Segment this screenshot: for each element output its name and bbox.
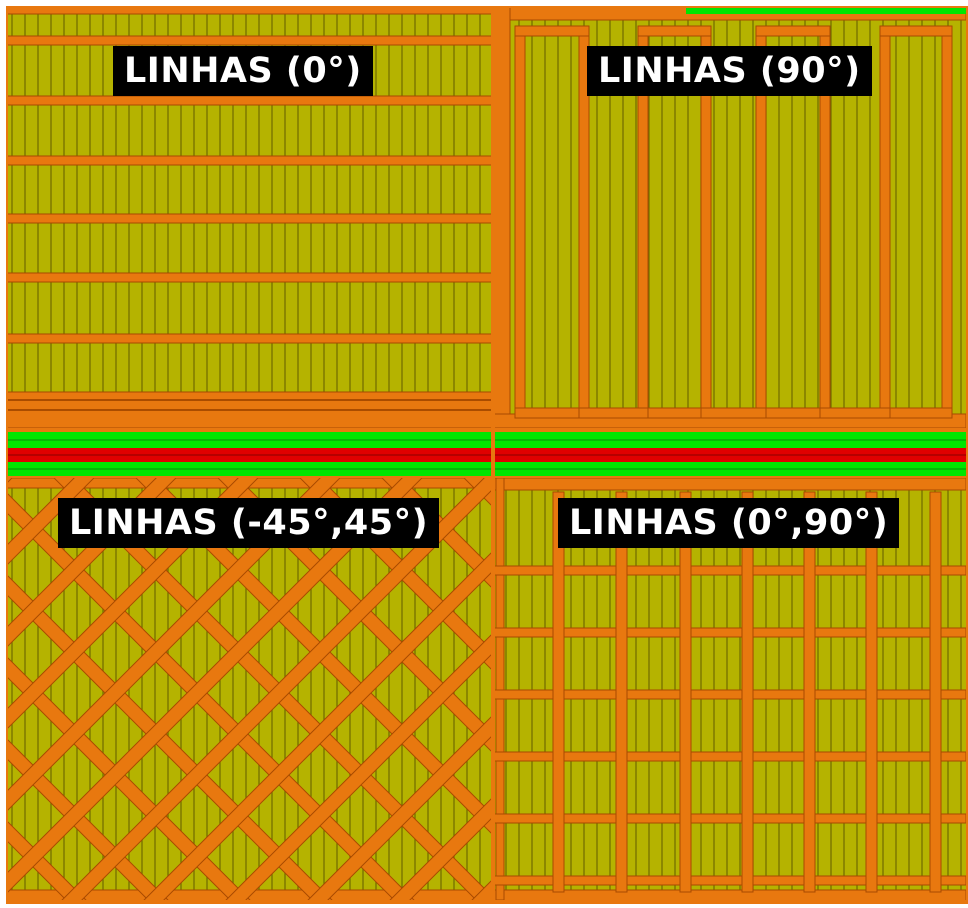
- diagonal-line-45: [8, 740, 168, 900]
- panel-lines-0-90: [494, 478, 966, 900]
- label-lines-0: LINHAS (0°): [113, 46, 373, 96]
- serpentine-turn: [755, 25, 831, 37]
- diagonal-line-neg45: [8, 478, 94, 564]
- serpentine-turn: [637, 407, 712, 419]
- vertical-line: [879, 25, 891, 419]
- divider-vertical: [491, 8, 495, 900]
- grid-horizontal: [494, 627, 966, 638]
- diagonal-line-neg45: [390, 798, 492, 900]
- serpentine-link: [578, 407, 649, 419]
- grid-vertical: [741, 491, 754, 893]
- label-lines-0-90: LINHAS (0°,90°): [558, 498, 900, 548]
- horizontal-line: [8, 155, 492, 166]
- grid-horizontal: [494, 689, 966, 700]
- grid-vertical: [615, 491, 628, 893]
- serpentine-link: [819, 407, 891, 419]
- grid-vertical: [865, 491, 878, 893]
- grid-vertical: [679, 491, 692, 893]
- horizontal-line: [8, 35, 492, 46]
- perimeter-left: [494, 8, 511, 428]
- perimeter-bottom: [494, 889, 966, 900]
- grid-vertical: [552, 491, 565, 893]
- serpentine-turn: [514, 407, 590, 419]
- perimeter-top: [8, 8, 492, 15]
- grid-horizontal: [494, 751, 966, 762]
- perimeter-left: [495, 478, 505, 900]
- horizontal-line: [8, 213, 492, 224]
- travel-band: [6, 428, 968, 478]
- serpentine-turn: [637, 25, 712, 37]
- horizontal-line: [8, 333, 492, 344]
- serpentine-link: [700, 407, 767, 419]
- serpentine-turn: [879, 25, 953, 37]
- grid-horizontal: [494, 813, 966, 824]
- vertical-line: [514, 25, 526, 419]
- serpentine-turn: [514, 25, 590, 37]
- label-lines-45: LINHAS (-45°,45°): [58, 498, 440, 548]
- travel-strip: [686, 8, 966, 14]
- diagonal-line-neg45: [308, 716, 492, 900]
- serpentine-turn: [755, 407, 831, 419]
- grid-vertical: [929, 491, 942, 893]
- perimeter-top: [494, 478, 966, 491]
- panel-lines-0: [8, 8, 492, 428]
- horizontal-line: [8, 95, 492, 106]
- serpentine-turn: [879, 407, 953, 419]
- grid-horizontal: [494, 565, 966, 576]
- diagonal-line-45: [382, 478, 492, 588]
- vertical-line: [941, 25, 953, 419]
- diagonal-line-45: [8, 822, 86, 900]
- diagonal-line-neg45: [144, 552, 492, 900]
- grid-vertical: [803, 491, 816, 893]
- grid-horizontal: [494, 875, 966, 886]
- diagonal-line-neg45: [226, 634, 492, 900]
- label-lines-90: LINHAS (90°): [587, 46, 872, 96]
- horizontal-line: [8, 272, 492, 283]
